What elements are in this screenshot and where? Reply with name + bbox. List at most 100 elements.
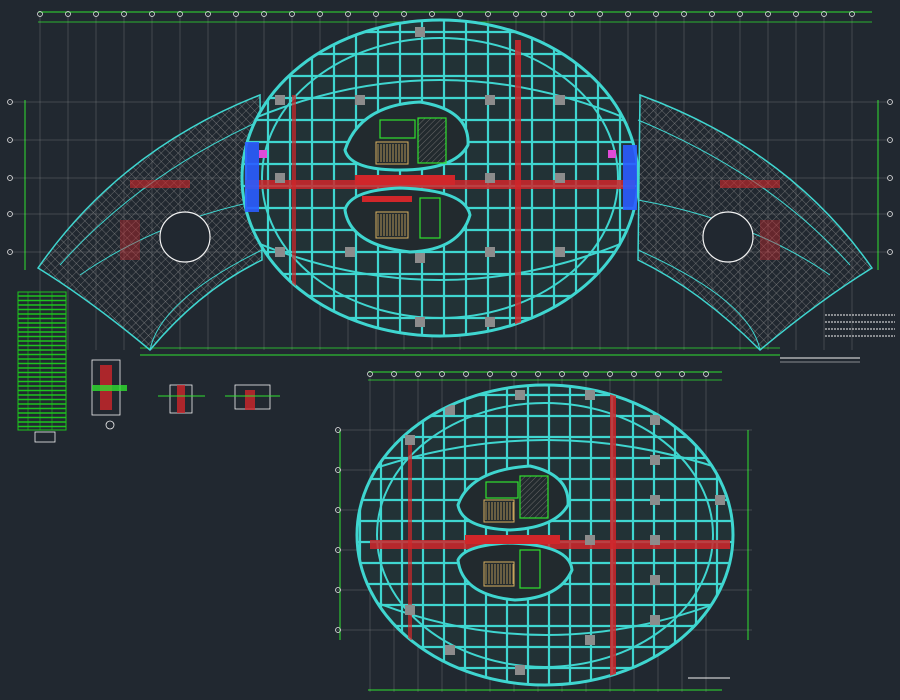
grid-bubble-icon: [367, 371, 373, 377]
column-icon: [585, 535, 595, 545]
grid-bubble-icon: [887, 175, 893, 181]
column-icon: [405, 435, 415, 445]
elevator-core-icon: [245, 142, 637, 212]
column-icon: [650, 495, 660, 505]
grid-bubble-icon: [401, 11, 407, 17]
section-detail-3: [225, 384, 280, 410]
column-icon: [485, 95, 495, 105]
column-icon: [345, 247, 355, 257]
top-curved-beams: [249, 37, 631, 319]
column-icon: [585, 635, 595, 645]
grid-bubble-icon: [7, 99, 13, 105]
grid-bubble-icon: [415, 371, 421, 377]
column-icon: [585, 390, 595, 400]
column-icon: [650, 575, 660, 585]
grid-bubble-icon: [345, 11, 351, 17]
column-icon: [415, 317, 425, 327]
grid-bubble-icon: [65, 11, 71, 17]
grid-bubble-icon: [317, 11, 323, 17]
grid-bubble-icon: [391, 371, 397, 377]
grid-bubble-icon: [559, 371, 565, 377]
grid-bubble-icon: [681, 11, 687, 17]
notes-block: [825, 314, 895, 337]
grid-bubble-icon: [583, 371, 589, 377]
grid-bubble-icon: [457, 11, 463, 17]
column-icon: [485, 317, 495, 327]
left-void-circle: [159, 211, 211, 263]
grid-bubble-icon: [597, 11, 603, 17]
column-icon: [485, 173, 495, 183]
grid-bubble-icon: [335, 507, 341, 513]
grid-bubble-icon: [121, 11, 127, 17]
grid-bubble-icon: [765, 11, 771, 17]
column-icon: [275, 95, 285, 105]
right-void-circle: [702, 211, 754, 263]
column-icon: [445, 645, 455, 655]
grid-bubble-icon: [487, 371, 493, 377]
grid-bubble-icon: [631, 371, 637, 377]
right-wing-structure: [637, 93, 874, 352]
grid-bubble-icon: [849, 11, 855, 17]
column-icon: [650, 615, 660, 625]
grid-bubble-icon: [429, 11, 435, 17]
grid-bubble-icon: [335, 587, 341, 593]
column-icon: [515, 665, 525, 675]
grid-bubble-icon: [569, 11, 575, 17]
top-core: [343, 100, 472, 254]
grid-bubble-icon: [463, 371, 469, 377]
grid-bubble-icon: [653, 11, 659, 17]
grid-bubble-icon: [513, 11, 519, 17]
column-icon: [445, 405, 455, 415]
section-detail-1: [91, 359, 127, 430]
column-icon: [405, 605, 415, 615]
grid-bubble-icon: [335, 547, 341, 553]
column-icon: [415, 253, 425, 263]
bottom-core: [456, 464, 574, 602]
grid-bubble-icon: [149, 11, 155, 17]
column-icon: [555, 95, 565, 105]
grid-bubble-icon: [737, 11, 743, 17]
column-icon: [650, 415, 660, 425]
grid-bubble-icon: [93, 11, 99, 17]
grid-bubble-icon: [821, 11, 827, 17]
beam-schedule-table[interactable]: [17, 291, 67, 443]
stair-icon: [375, 141, 409, 165]
grid-bubble-icon: [233, 11, 239, 17]
column-icon: [355, 95, 365, 105]
column-icon: [275, 247, 285, 257]
grid-bubble-icon: [37, 11, 43, 17]
stair-icon: [483, 561, 515, 587]
grid-bubble-icon: [373, 11, 379, 17]
stair-icon: [375, 211, 409, 239]
grid-bubble-icon: [485, 11, 491, 17]
column-icon: [555, 247, 565, 257]
grid-bubble-icon: [335, 427, 341, 433]
grid-bubble-icon: [289, 11, 295, 17]
column-icon: [650, 535, 660, 545]
grid-bubble-icon: [887, 137, 893, 143]
left-wing-structure: [36, 93, 263, 352]
grid-bubble-icon: [261, 11, 267, 17]
section-details[interactable]: [91, 359, 280, 430]
grid-bubble-icon: [439, 371, 445, 377]
grid-bubble-icon: [7, 175, 13, 181]
top-plan-title-block: [780, 357, 860, 363]
grid-bubble-icon: [7, 249, 13, 255]
grid-bubble-icon: [887, 99, 893, 105]
column-icon: [275, 173, 285, 183]
grid-bubble-icon: [709, 11, 715, 17]
grid-bubble-icon: [535, 371, 541, 377]
grid-bubble-icon: [679, 371, 685, 377]
section-detail-2: [158, 384, 205, 414]
grid-bubble-icon: [625, 11, 631, 17]
grid-bubble-icon: [177, 11, 183, 17]
grid-bubble-icon: [335, 467, 341, 473]
column-icon: [650, 455, 660, 465]
grid-bubble-icon: [793, 11, 799, 17]
grid-bubble-icon: [887, 249, 893, 255]
grid-bubble-icon: [511, 371, 517, 377]
grid-bubble-icon: [607, 371, 613, 377]
grid-bubble-icon: [205, 11, 211, 17]
grid-bubble-icon: [7, 137, 13, 143]
